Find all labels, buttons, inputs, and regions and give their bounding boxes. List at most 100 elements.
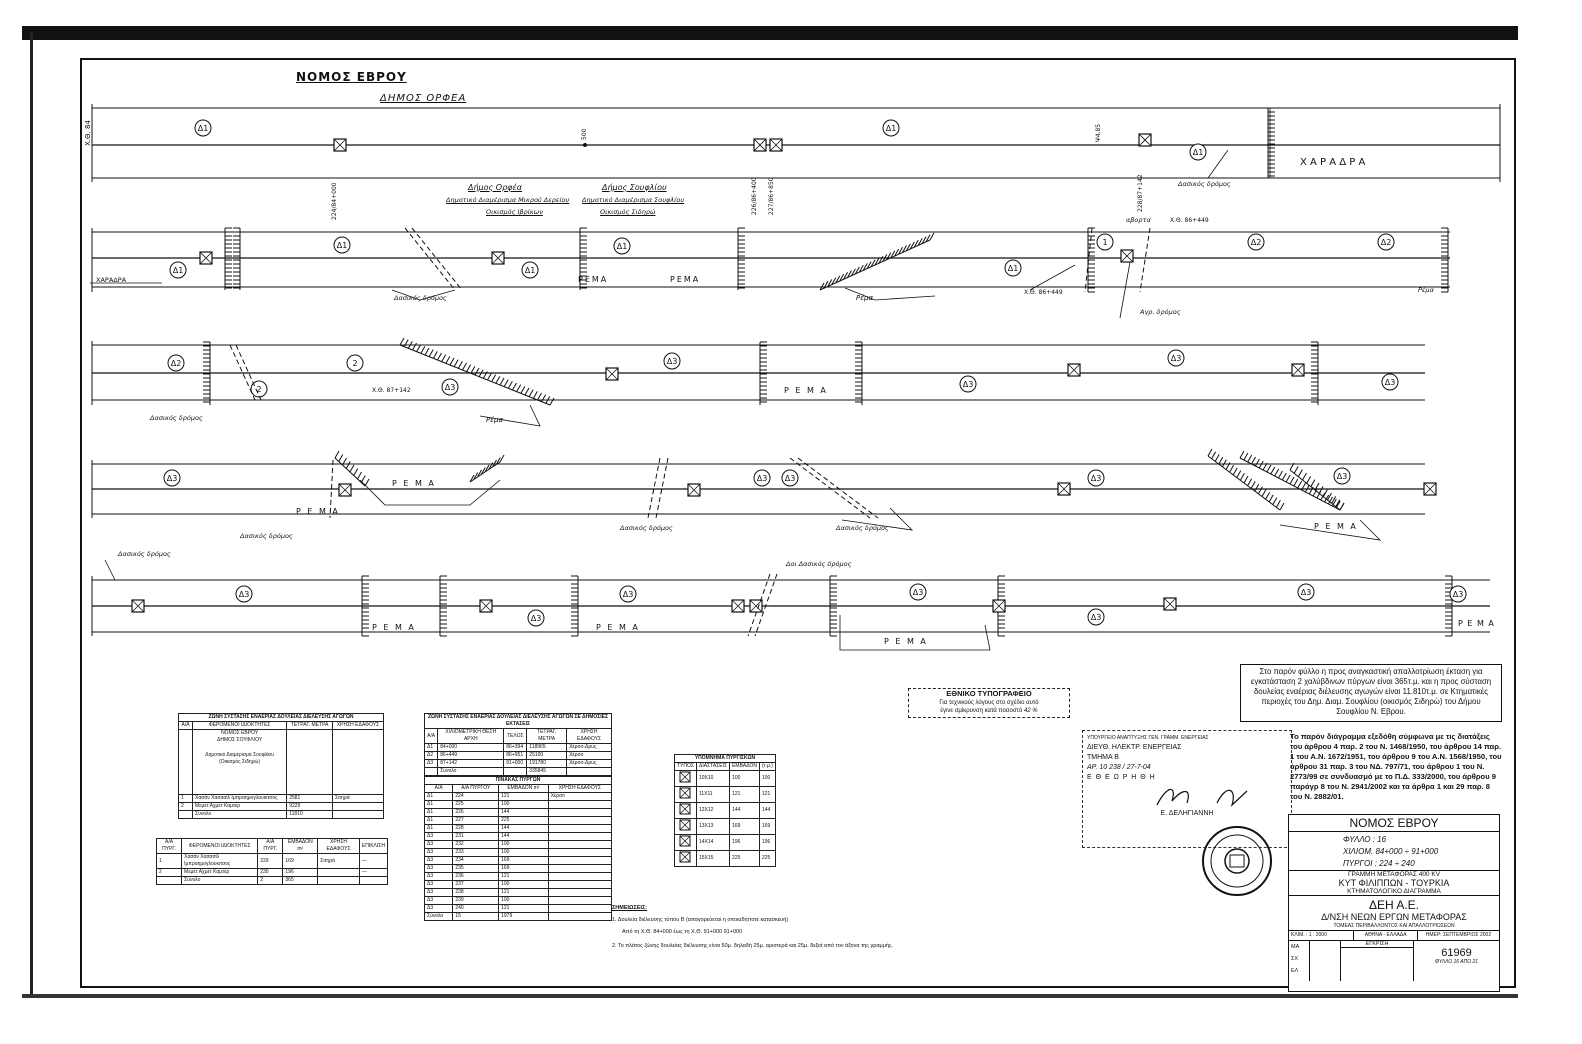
strip3-circle-2b-text: 2 bbox=[256, 385, 261, 394]
owners-cell: 365 bbox=[282, 876, 319, 885]
tower-list-cell: 121 bbox=[498, 792, 549, 801]
tb-roles: ΜΑ ΣΧ ΕΛ bbox=[1289, 941, 1310, 981]
strip2-zone-label: Δ1 bbox=[169, 261, 187, 279]
tb-line: ΓΡΑΜΜΗ ΜΕΤΑΦΟΡΑΣ 400 KV bbox=[1289, 870, 1499, 878]
tower-list-cell: 144 bbox=[498, 832, 549, 841]
strip5-zone-label-text: Δ3 bbox=[531, 614, 542, 623]
hatch-tick bbox=[520, 386, 526, 394]
strip5-zone-label: Δ3 bbox=[1297, 583, 1315, 601]
owners-cell: — bbox=[358, 853, 389, 869]
tower-list-header-cell: ΕΜΒΑΔΟΝ m² bbox=[498, 784, 549, 793]
boundary-right-title: Δήμος Σουφλίου bbox=[602, 183, 667, 192]
tower-chainage: 228/87+142 bbox=[1137, 174, 1144, 212]
tower-list-cell: Δ3 bbox=[423, 880, 454, 889]
rema-label: Ρ Ε Μ Α bbox=[1314, 522, 1358, 531]
public-zone-header-cell: ΧΙΛΙΟΜΕΤΡΙΚΗ ΘΕΣΗ ΑΡΧΗ bbox=[437, 728, 505, 744]
ethniko-typografeio-box: ΕΘΝΙΚΟ ΤΥΠΟΓΡΑΦΕΙΟ Για τεχνικούς λόγους … bbox=[908, 688, 1070, 718]
tower-marker-icon bbox=[1291, 363, 1305, 377]
hatch-tick bbox=[466, 364, 472, 372]
rema-label: Ρέμα bbox=[856, 294, 873, 302]
hatch-tick bbox=[478, 369, 484, 377]
strip5-zone-label-text: Δ3 bbox=[1301, 588, 1312, 597]
hatch-tick bbox=[1218, 456, 1224, 465]
zone-cell bbox=[177, 810, 194, 819]
strip4-zone-label: Δ3 bbox=[1333, 467, 1351, 485]
tower-list-cell: Δ3 bbox=[423, 896, 454, 905]
hatch-tick bbox=[1324, 494, 1330, 503]
legal-note-text: Το παρόν διάγραμμα εξεδόθη σύμφωνα με τι… bbox=[1290, 732, 1502, 801]
tower-list-cell: 231 bbox=[452, 832, 500, 841]
public-zone-header-cell: ΤΕΛΟΣ bbox=[503, 728, 528, 744]
hatch-tick bbox=[1279, 502, 1285, 511]
remark-1b: Από τη Χ.Θ. 84+000 έως τη Χ.Θ. 91+000 91… bbox=[622, 929, 743, 935]
hatch-tick bbox=[847, 270, 852, 278]
hatch-tick bbox=[1270, 466, 1276, 475]
tower-marker-icon bbox=[1057, 482, 1071, 496]
hatch-tick bbox=[854, 266, 860, 275]
strip3-zone-label-text: Δ3 bbox=[963, 380, 974, 389]
rema-label: Ρ Ε Μ Α bbox=[392, 479, 436, 488]
hatch-tick bbox=[909, 241, 915, 250]
owners-cell: 2 bbox=[155, 868, 183, 877]
legend-cell: 15Χ15 bbox=[695, 850, 731, 867]
hatch-tick bbox=[850, 268, 856, 276]
tower-list-cell bbox=[547, 896, 613, 905]
hatch-tick bbox=[532, 391, 538, 399]
marker-dot bbox=[583, 143, 587, 147]
tower-list-cell: 238 bbox=[452, 888, 500, 897]
hatch-tick bbox=[474, 367, 480, 376]
hatch-tick bbox=[480, 467, 486, 475]
tower-list-cell bbox=[547, 888, 613, 897]
tb-diagram: ΚΤΗΜΑΤΟΛΟΓΙΚΟ ΔΙΑΓΡΑΜΜΑ bbox=[1289, 888, 1499, 896]
strip1-zone-label: Δ1 bbox=[882, 119, 900, 137]
public-zone-cell: 84+000 bbox=[437, 743, 505, 752]
public-zone-cell bbox=[503, 767, 528, 776]
legend-symbol bbox=[674, 834, 697, 851]
public-zone-cell bbox=[423, 767, 439, 776]
tower-list-cell: 100 bbox=[498, 848, 549, 857]
tower-list-cell: 144 bbox=[498, 808, 549, 817]
strip3-circle-2: 2 bbox=[346, 354, 364, 372]
road-label: Δασικός δρόμος bbox=[117, 550, 171, 558]
tower-list-cell bbox=[547, 816, 613, 825]
tower-list-cell: Σύνολο bbox=[423, 912, 454, 921]
road-label: Δοι Δασικός δρόμος bbox=[785, 560, 852, 568]
public-zone-cell: 191780 bbox=[526, 759, 568, 768]
hatch-tick bbox=[866, 261, 872, 269]
pinakas-title: ΠΙΝΑΚΑΣ ΠΥΡΓΩΝ bbox=[424, 776, 612, 785]
legend-cell: 196 bbox=[758, 834, 777, 851]
tower-list-cell bbox=[547, 856, 613, 865]
strip4-zone-label-text: Δ3 bbox=[1337, 472, 1348, 481]
chainage-label: Χ.Θ. 86+449 bbox=[1024, 289, 1063, 296]
hatch-tick bbox=[1229, 464, 1235, 473]
tower-marker-icon bbox=[1120, 249, 1134, 263]
signature-icon bbox=[1156, 788, 1248, 807]
marker-vs: Ψ4,85 bbox=[1095, 124, 1102, 142]
hatch-tick bbox=[462, 362, 467, 371]
feature-left: ΧΑΡΑΔΡΑ bbox=[96, 276, 127, 284]
tower-list-cell: Δ3 bbox=[423, 840, 454, 849]
tower-list-cell: 144 bbox=[498, 824, 549, 833]
hatch-tick bbox=[524, 387, 530, 396]
strip4-zone-label-text: Δ3 bbox=[785, 474, 796, 483]
hatch-tick bbox=[338, 454, 344, 462]
marker-500: 500 bbox=[581, 128, 588, 140]
strip2-zone-label: Δ1 bbox=[1004, 259, 1022, 277]
hatch-tick bbox=[545, 396, 551, 404]
public-zone-header-cell: Α/Α bbox=[423, 728, 439, 744]
owners-cell: 229 bbox=[257, 853, 284, 869]
zone-cell: 2 bbox=[177, 802, 194, 811]
tower-list-cell: 224 bbox=[452, 792, 500, 801]
tower-symbol-icon bbox=[679, 851, 691, 863]
tower-list-cell: 236 bbox=[452, 872, 500, 881]
